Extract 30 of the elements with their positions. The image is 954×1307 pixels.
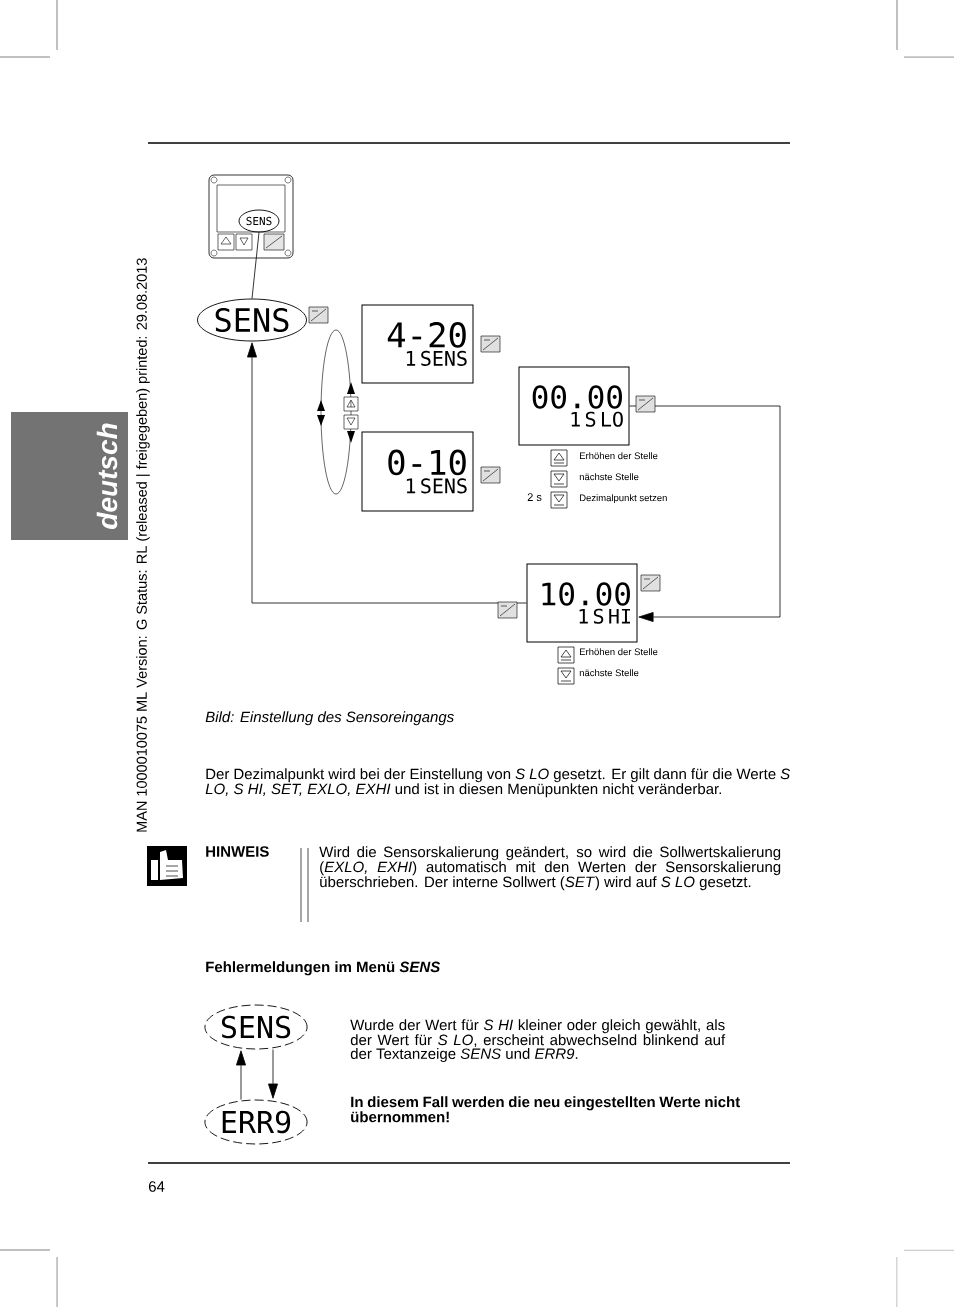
page-number: 64 xyxy=(148,1181,165,1192)
lcd-display: 10.00 1 S HI xyxy=(526,563,638,643)
figure-caption: Bild: Einstellung des Sensoreingangs xyxy=(205,711,454,726)
arrow xyxy=(236,1050,246,1100)
display-oval: SENS xyxy=(197,298,307,342)
note-text: Wird die Sensorskalierung geändert, so wird die Sollwertskalierung (EXLO, EXHI) automatisch mit den Werten der Sensorskalierung überschrieben. Der interne Sollwert (SET) wird auf S LO gesetzt. xyxy=(319,846,781,891)
warning-text: In diesem Fall werden die neu eingestellten Werte nicht übernommen! xyxy=(351,1096,740,1123)
blinking-display-oval: ERR9 xyxy=(204,1099,308,1145)
leader-line xyxy=(251,232,260,299)
document-info-text: MAN 1000010075 ML Version: G Status: RL (released | freigegeben) printed: 29.08.2013 xyxy=(136,258,150,832)
blinking-display-oval: SENS xyxy=(204,1004,308,1050)
button-legend-text: Erhöhen der Stelle xyxy=(580,648,658,656)
lcd-display: 0-10 1 SENS xyxy=(361,431,474,512)
lcd-display: 4-20 1 SENS xyxy=(361,304,474,384)
button-legend-text: nächste Stelle xyxy=(579,669,639,677)
language-tab: deutsch xyxy=(11,412,128,540)
button-legend-text: Dezimalpunkt setzen xyxy=(580,494,667,504)
arrow xyxy=(247,342,527,604)
section-heading: Fehlermeldungen im Menü SENS xyxy=(206,961,441,976)
button-legend-text: Erhöhen der Stelle xyxy=(580,452,658,460)
arrow xyxy=(268,1049,278,1099)
display-oval: SENS xyxy=(238,209,280,233)
note-heading: HINWEIS xyxy=(206,846,269,857)
lcd-display: 00.00 1 S LO xyxy=(518,366,630,446)
body-paragraph: Der Dezimalpunkt wird bei der Einstellung von S LO gesetzt. Er gilt dann für die Werte S LO, S HI, SET, EXLO, EXHI und ist in diesen Menüpunkten nicht veränderbar. xyxy=(205,768,791,798)
error-description: Wurde der Wert für S HI kleiner oder gleich gewählt, als der Wert für S LO, erscheint abwechselnd blinkend auf der Textanzeige SENS und ERR9. xyxy=(350,1019,726,1062)
hold-time-label: 2 s xyxy=(527,493,542,501)
controller-drawing xyxy=(208,174,294,259)
button-legend-text: nächste Stelle xyxy=(579,473,639,481)
arrow xyxy=(629,405,781,622)
